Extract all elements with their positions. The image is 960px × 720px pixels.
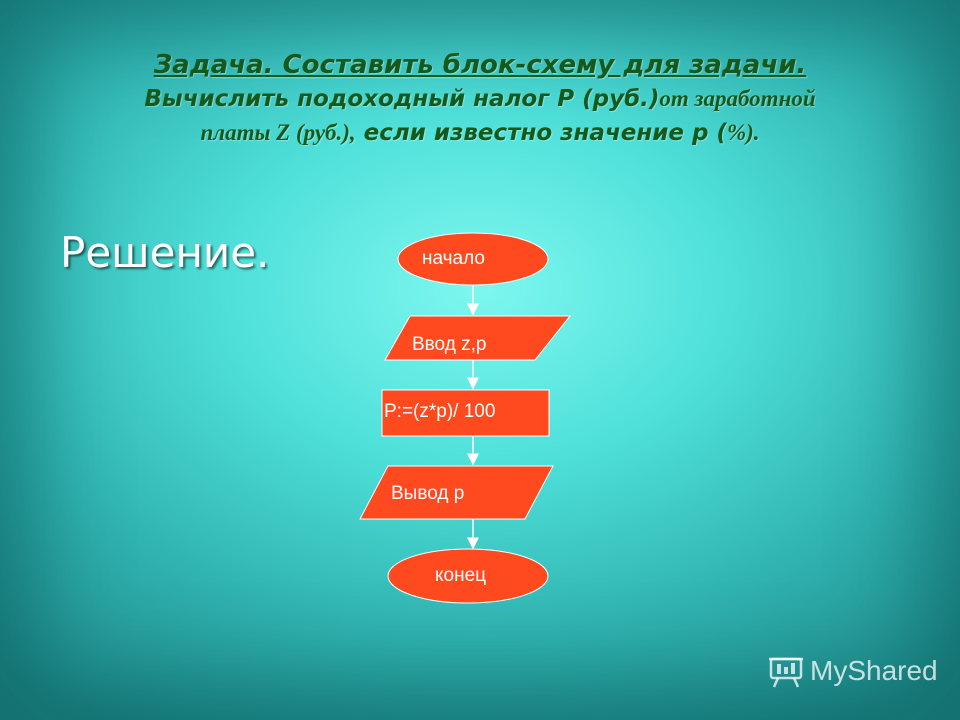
task-text-2a: Вычислить подоходный налог P (руб.) [144,86,660,112]
output-parallelogram [359,465,554,520]
task-text-3a: платы Z (руб.), [200,120,356,145]
input-label: Ввод z,p [412,334,487,355]
task-text-3b: если известно значение р ( [355,120,727,146]
task-title-line-3: платы Z (руб.), если известно значение р… [130,120,830,146]
task-text-3c: %). [726,120,760,145]
task-title-line-2: Вычислить подоходный налог P (руб.)от за… [130,86,830,112]
input-parallelogram [384,315,572,361]
watermark-text: MyShared [810,655,938,686]
task-label: Задача. [153,50,274,80]
output-label: Вывод р [391,483,465,504]
watermark-logo: MyShared [768,654,938,688]
presentation-board-icon [769,657,803,688]
end-terminator [387,548,549,604]
task-statement: Составить блок-схему для задачи. [273,50,807,80]
start-label: начало [422,248,485,269]
end-label: конец [435,565,487,586]
start-terminator [397,232,549,286]
process-label: P:=(z*p)/ 100 [384,401,496,422]
process-rectangle [381,389,550,437]
task-title-line-1: Задача. Составить блок-схему для задачи. [130,50,830,80]
task-text-2b: от заработной [659,86,816,111]
solution-heading: Решение. [60,228,270,277]
